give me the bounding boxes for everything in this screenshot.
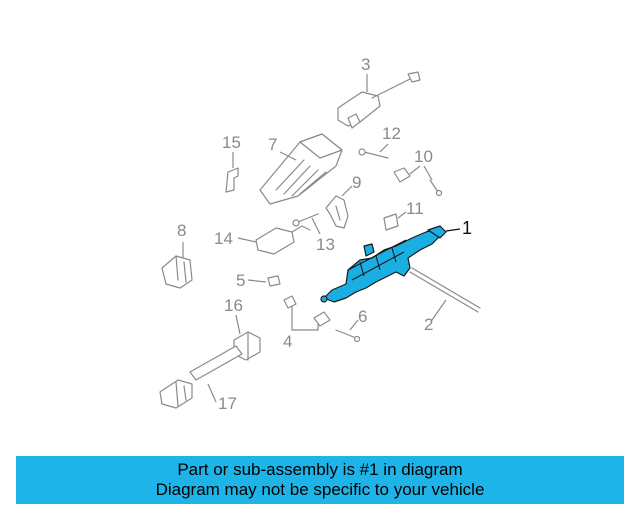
part-8-support (161, 255, 193, 289)
callout-14: 14 (214, 229, 233, 248)
callout-7: 7 (268, 135, 277, 154)
part-5-sleeve (267, 275, 281, 287)
part-6-bolt (335, 329, 361, 343)
callout-12: 12 (382, 124, 401, 143)
part-3-switch (337, 71, 421, 129)
parts-diagram: 3 7 15 12 10 9 11 14 (159, 55, 481, 413)
callout-10: 10 (414, 147, 433, 166)
part-2-rod (409, 267, 481, 313)
callout-1: 1 (462, 218, 472, 238)
part-1-steering-column (320, 225, 447, 303)
callout-4: 4 (283, 332, 292, 351)
part-7-cover (259, 133, 343, 205)
callout-17: 17 (218, 394, 237, 413)
callout-6: 6 (358, 307, 367, 326)
callout-11: 11 (406, 199, 424, 218)
part-11-clip (383, 213, 399, 231)
part-13-screw (292, 213, 319, 227)
part-10-bushing (393, 167, 443, 197)
part-17-intermediate-shaft (159, 345, 243, 409)
notice-line-1: Part or sub-assembly is #1 in diagram (177, 460, 463, 479)
callout-15: 15 (222, 133, 241, 152)
callout-9: 9 (352, 173, 361, 192)
notice-banner: Part or sub-assembly is #1 in diagram Di… (16, 456, 624, 504)
notice-line-2: Diagram may not be specific to your vehi… (155, 480, 485, 499)
callout-16: 16 (224, 296, 243, 315)
callout-8: 8 (177, 221, 186, 240)
callout-5: 5 (236, 271, 245, 290)
part-4-bushings (283, 295, 331, 327)
callout-2: 2 (424, 315, 433, 334)
callout-13: 13 (316, 235, 335, 254)
part-15-bracket (225, 167, 239, 193)
part-9-bracket (325, 195, 349, 229)
part-12-bolt (358, 148, 389, 159)
part-14-lock-housing (255, 225, 311, 255)
callout-3: 3 (361, 55, 370, 74)
